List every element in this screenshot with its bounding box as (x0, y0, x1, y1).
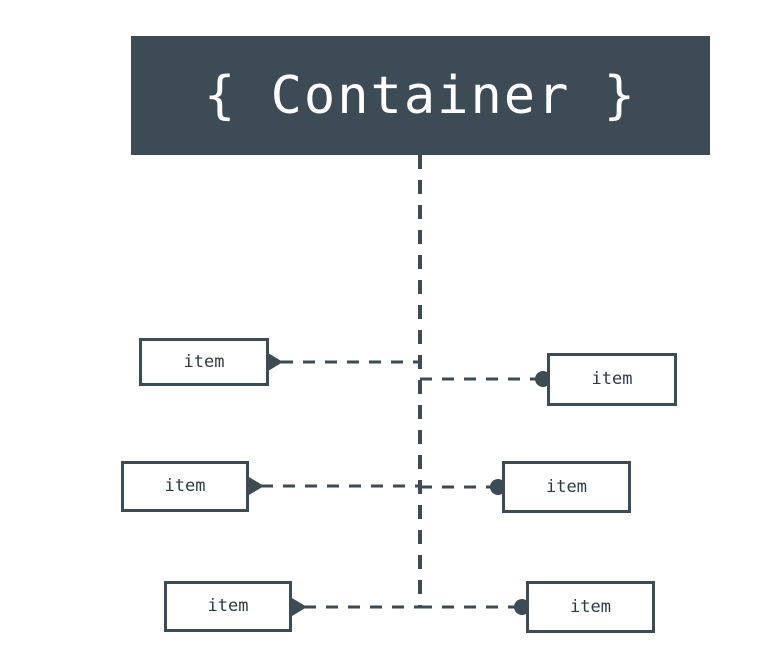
container-header: { Container } (131, 36, 710, 155)
item-label: item (570, 596, 611, 617)
item-box-right-1[interactable]: item (547, 353, 677, 406)
item-box-left-3[interactable]: item (164, 581, 292, 632)
item-box-left-2[interactable]: item (121, 461, 249, 512)
item-box-right-3[interactable]: item (526, 581, 655, 633)
item-label: item (591, 369, 633, 389)
item-label: item (164, 476, 206, 496)
item-label: item (183, 351, 225, 372)
item-label: item (207, 596, 249, 616)
item-label: item (546, 476, 587, 497)
triangle-right-icon-3 (292, 598, 307, 616)
container-title: { Container } (204, 65, 637, 126)
triangle-right-icon-1 (268, 353, 283, 371)
item-box-left-1[interactable]: item (139, 338, 269, 386)
triangle-right-icon-2 (249, 477, 264, 495)
item-box-right-2[interactable]: item (502, 461, 631, 513)
